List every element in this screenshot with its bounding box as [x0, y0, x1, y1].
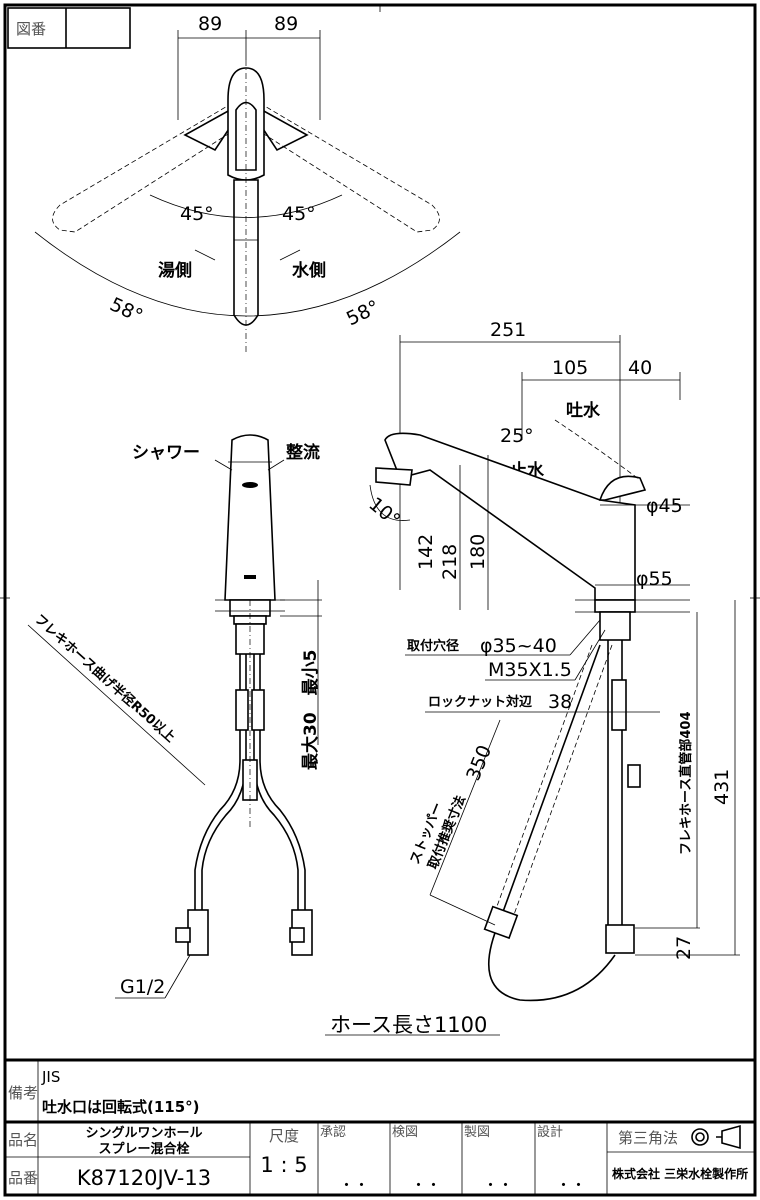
check-stamp: ・・: [411, 1176, 441, 1194]
approve-stamp: ・・: [339, 1176, 369, 1194]
locknut-value: 38: [548, 691, 572, 713]
top-view: 89 89 45° 45° 58° 58° 湯側 水側: [34, 13, 461, 355]
company-name: 株式会社 三栄水栓製作所: [612, 1166, 748, 1181]
draft-label: 製図: [464, 1125, 490, 1140]
hose-length-label: ホース長さ1100: [330, 1013, 487, 1037]
draft-stamp: ・・: [483, 1176, 513, 1194]
drawing-number-label: 図番: [16, 20, 46, 38]
product-name-line1: シングルワンホール: [85, 1125, 202, 1141]
product-number: K87120JV-13: [77, 1166, 211, 1190]
scale-value: 1 : 5: [260, 1153, 307, 1177]
straight-label: 整流: [286, 442, 320, 463]
side-view: 251 105 40 吐水 止水 25° 10° 142 218 180 φ45…: [325, 319, 740, 1037]
projection-label: 第三角法: [618, 1129, 678, 1147]
title-block: 備考 JIS 吐水口は回転式(115°) 品名 シングルワンホール スプレー混合…: [5, 1058, 755, 1195]
drawing-number-box: 図番: [7, 7, 131, 49]
angle-left-58: 58°: [106, 293, 146, 327]
dim-180: 180: [467, 534, 489, 570]
locknut-label: ロックナット対辺: [428, 694, 532, 710]
number-label: 品番: [8, 1169, 38, 1187]
cold-side-label: 水側: [292, 260, 326, 281]
scale-label: 尺度: [269, 1127, 299, 1145]
dim-27: 27: [673, 936, 695, 960]
dim-251: 251: [490, 319, 526, 341]
dim-142: 142: [415, 534, 437, 570]
dia-55: φ55: [636, 568, 673, 590]
thread-g12-label: G1/2: [120, 976, 165, 998]
remarks-label: 備考: [8, 1084, 38, 1102]
dim-40: 40: [628, 357, 652, 379]
flex-hose-label: フレキホース直管部404: [678, 712, 694, 856]
shower-label: シャワー: [132, 443, 200, 463]
angle-25: 25°: [500, 425, 534, 447]
third-angle-projection-icon: [691, 1124, 741, 1150]
remarks-line2: 吐水口は回転式(115°): [42, 1098, 200, 1116]
dim-right-89: 89: [274, 13, 298, 35]
name-label: 品名: [8, 1131, 38, 1149]
angle-right-45: 45°: [282, 203, 316, 225]
remarks-line1: JIS: [41, 1068, 60, 1086]
angle-left-45: 45°: [180, 203, 214, 225]
bend-radius-label: フレキホース曲げ半径R50以上: [31, 611, 178, 746]
angle-10: 10°: [364, 493, 404, 532]
dim-left-89: 89: [198, 13, 222, 35]
dim-218: 218: [439, 544, 461, 580]
mount-hole-value: φ35~40: [480, 635, 557, 657]
approve-label: 承認: [320, 1124, 346, 1140]
design-stamp: ・・: [556, 1176, 586, 1194]
front-view: シャワー 整流 最大30 最小5 フレキホース曲げ半径R50以上 G1/2: [27, 434, 322, 999]
angle-right-58: 58°: [343, 296, 383, 330]
dim-105: 105: [552, 357, 588, 379]
dia-45: φ45: [646, 495, 683, 517]
stopper-value: 350: [462, 742, 496, 784]
dim-431: 431: [711, 769, 733, 805]
check-label: 検図: [392, 1125, 418, 1140]
product-name-line2: スプレー混合栓: [98, 1141, 189, 1157]
mount-hole-label: 取付穴径: [407, 638, 459, 654]
max-min-label: 最大30 最小5: [300, 650, 321, 771]
design-label: 設計: [537, 1124, 563, 1140]
hot-side-label: 湯側: [158, 260, 192, 281]
spout-out-label: 吐水: [566, 400, 601, 421]
thread-m35-label: M35X1.5: [488, 659, 572, 681]
